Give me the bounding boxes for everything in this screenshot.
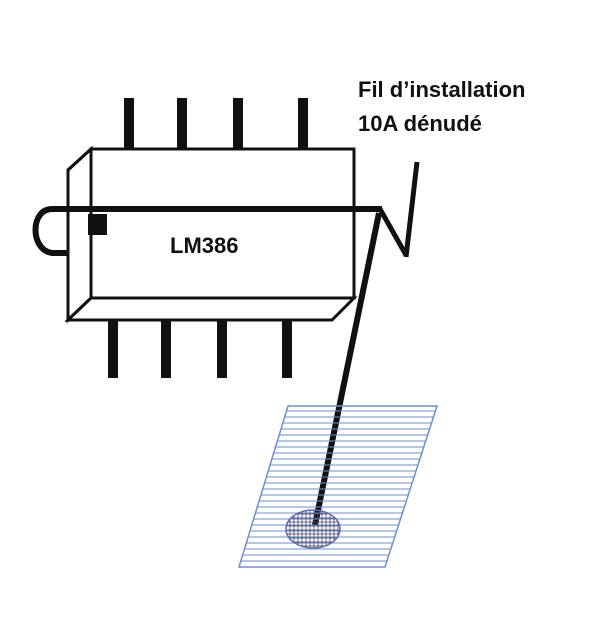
chip-body (64, 145, 358, 324)
chip-pin (298, 98, 308, 150)
pad-area (237, 405, 439, 568)
solder-joint (285, 509, 341, 549)
solder-pad (237, 405, 439, 568)
wire-label-line2: 10A dénudé (358, 111, 482, 136)
chip-label: LM386 (170, 233, 238, 258)
chip-pin (233, 98, 243, 150)
chip-pin (161, 312, 171, 378)
chip-pin (177, 98, 187, 150)
chip-pin (108, 312, 118, 378)
chip-pin (282, 312, 292, 378)
pin1-marker (88, 214, 107, 235)
top-pins (124, 98, 308, 150)
chip-left-face (66, 145, 93, 324)
chip-front-face (89, 147, 356, 300)
chip-pin (124, 98, 134, 150)
bottom-pins (108, 312, 292, 378)
chip-pin (217, 312, 227, 378)
wire-label-line1: Fil d’installation (358, 77, 525, 102)
chip-bottom-face (64, 296, 358, 322)
